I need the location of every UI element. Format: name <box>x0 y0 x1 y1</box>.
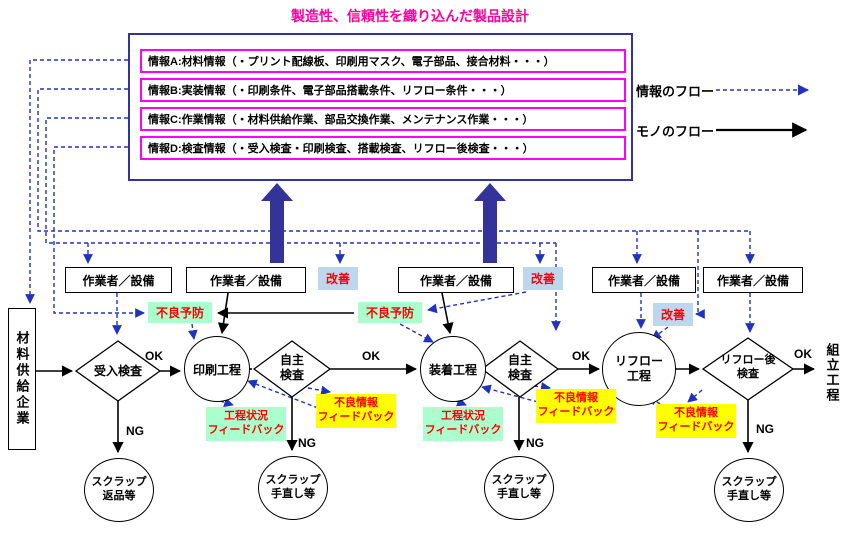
print-process-circle: 印刷工程 <box>184 336 250 402</box>
info-flow-dotted-lines <box>25 59 755 409</box>
upflow-arrow-mount <box>474 183 506 263</box>
post-reflow-inspection-diamond <box>701 337 795 401</box>
legend-material-flow-label: モノのフロー <box>636 124 715 139</box>
process-status-feedback-box-1: 工程状況 フィードバック <box>206 407 286 441</box>
ng-label-3: NG <box>526 436 544 450</box>
worker-equipment-box-1: 作業者／設備 <box>65 267 172 293</box>
material-supplier-box: 材料供給企業 <box>8 308 36 450</box>
defect-info-feedback-box-3: 不良情報 フィードバック <box>656 404 736 438</box>
process-status-feedback-box-2: 工程状況 フィードバック <box>423 407 503 441</box>
self-inspection-label-2: 自主 検査 <box>507 353 532 382</box>
defect-info-feedback-box-1: 不良情報 フィードバック <box>316 394 396 428</box>
accept-inspection-label: 受入検査 <box>93 364 142 378</box>
defect-prevention-box-1: 不良予防 <box>148 302 212 323</box>
post-reflow-inspection-label: リフロー後 検査 <box>720 354 776 380</box>
ng-label-1: NG <box>126 424 144 438</box>
ok-label-4: OK <box>794 347 812 361</box>
decision-diamonds <box>74 337 795 402</box>
worker-equipment-box-2: 作業者／設備 <box>186 267 306 293</box>
self-inspection-diamond-2 <box>480 340 560 398</box>
scrap-rework-circle-2: スクラップ 手直し等 <box>484 456 554 520</box>
assembly-process-label: 組立工程 <box>824 343 840 403</box>
info-row-a: 情報A:材料情報（・プリント配線板、印刷用マスク、電子部品、接合材料・・・） <box>140 49 626 73</box>
info-row-c: 情報C:作業情報（・材料供給作業、部品交換作業、メンテナンス作業・・・） <box>140 107 626 131</box>
info-row-d: 情報D:検査情報（・受入検査・印刷検査、搭載検査、リフロー後検査・・・） <box>140 136 626 160</box>
ok-label-1: OK <box>145 349 163 363</box>
defect-info-feedback-box-2: 不良情報 フィードバック <box>536 389 616 423</box>
scrap-rework-circle-3: スクラップ 手直し等 <box>714 458 784 522</box>
ok-label-2: OK <box>362 349 380 363</box>
self-inspection-label-1: 自主 検査 <box>279 353 304 382</box>
ng-label-4: NG <box>756 422 774 436</box>
worker-equipment-box-4: 作業者／設備 <box>592 267 696 293</box>
ng-label-2: NG <box>298 436 316 450</box>
page-title: 製造性、信頼性を織り込んだ製品設計 <box>291 8 529 24</box>
info-row-b: 情報B:実装情報（・印刷条件、電子部品搭載条件、リフロー条件・・・） <box>140 78 626 102</box>
worker-equipment-box-5: 作業者／設備 <box>703 267 803 293</box>
scrap-return-circle: スクラップ 返品等 <box>84 458 154 522</box>
upflow-arrow-print <box>261 183 293 263</box>
worker-equipment-box-3: 作業者／設備 <box>398 267 514 293</box>
kaizen-box-2: 改善 <box>523 267 563 290</box>
accept-inspection-diamond <box>74 340 162 402</box>
legend-info-flow-label: 情報のフロー <box>636 84 715 99</box>
material-flow-solid-lines <box>34 292 816 454</box>
kaizen-box-3: 改善 <box>653 303 693 326</box>
kaizen-box-1: 改善 <box>318 267 358 290</box>
defect-prevention-box-2: 不良予防 <box>358 302 422 323</box>
info-upflow-arrows <box>261 183 506 263</box>
mount-process-circle: 装着工程 <box>420 336 486 402</box>
scrap-rework-circle-1: スクラップ 手直し等 <box>258 456 328 520</box>
ok-label-3: OK <box>572 349 590 363</box>
self-inspection-diamond-1 <box>252 340 332 398</box>
